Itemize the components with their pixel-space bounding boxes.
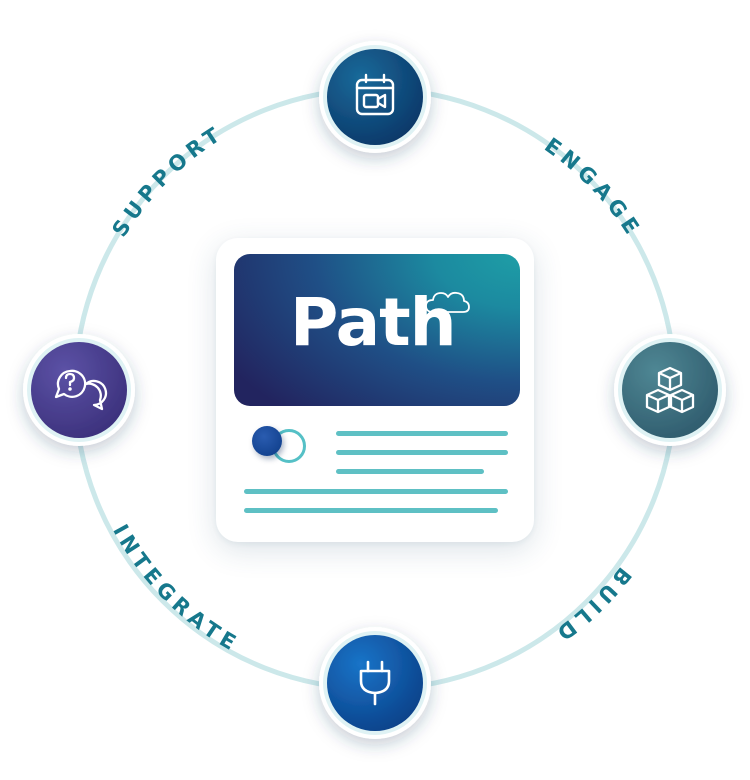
stage-label-engage: ENGAGE xyxy=(540,133,646,242)
support-node[interactable] xyxy=(23,334,135,446)
cloud-icon xyxy=(425,291,470,313)
text-line xyxy=(336,469,484,474)
stage-label-integrate: INTEGRATE xyxy=(108,520,244,657)
stage-label-support: SUPPORT xyxy=(108,121,229,242)
speech-bubbles-question-icon xyxy=(54,369,108,411)
plug-icon xyxy=(359,660,391,706)
text-line xyxy=(244,508,498,513)
calendar-video-icon xyxy=(355,73,395,116)
text-line xyxy=(244,489,508,494)
integrate-node[interactable] xyxy=(319,627,431,739)
text-line xyxy=(336,431,508,436)
text-line xyxy=(336,450,508,455)
toggle-switch[interactable] xyxy=(252,426,308,470)
blocks-icon xyxy=(645,366,695,414)
engage-node[interactable] xyxy=(319,41,431,153)
card-header-banner: Path xyxy=(234,254,520,406)
toggle-knob xyxy=(252,426,282,456)
path-product-card: Path xyxy=(216,238,534,542)
stage-label-build: BUILD xyxy=(549,563,636,648)
